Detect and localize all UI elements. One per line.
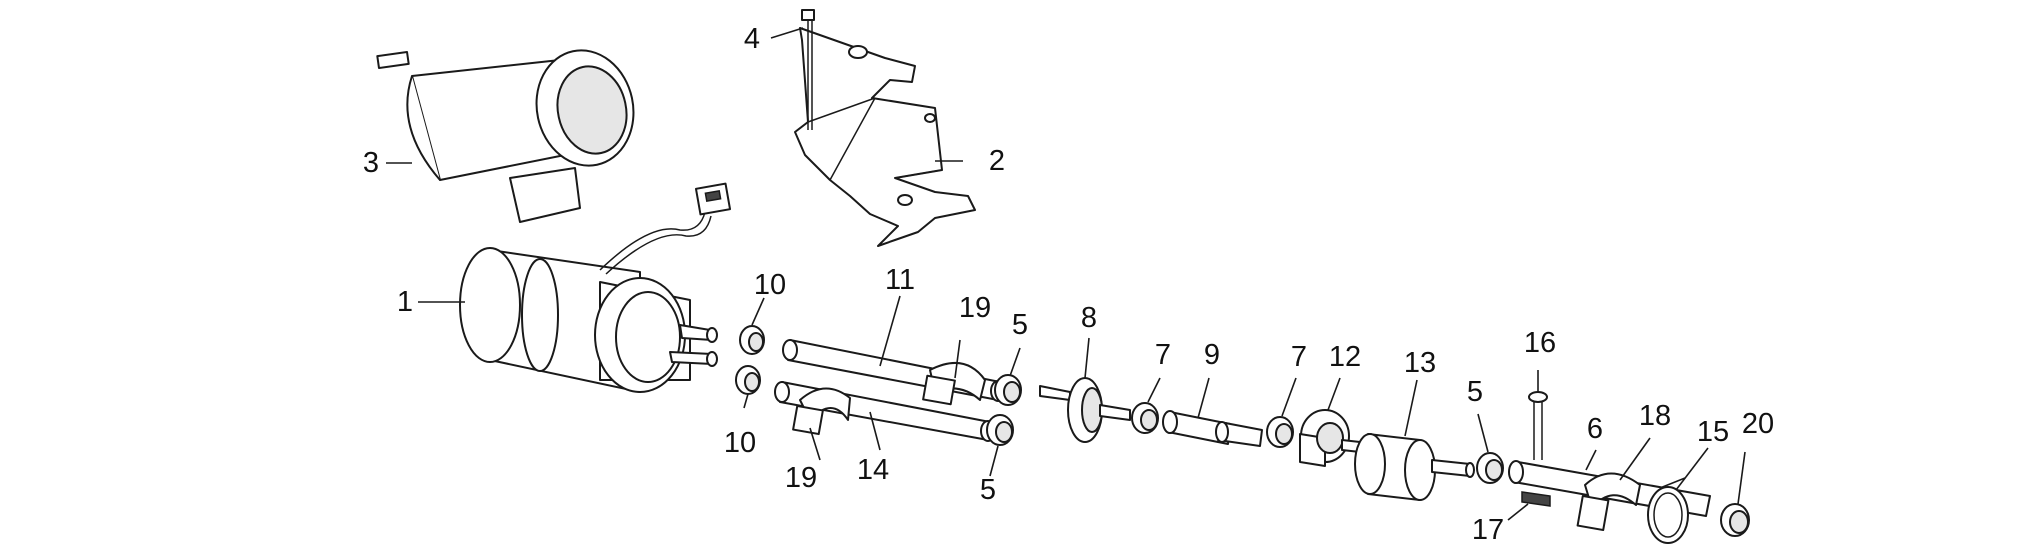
part-3-canister (376, 49, 635, 223)
part-10-clamps (735, 325, 765, 395)
callout-19-lower: 19 (785, 462, 817, 494)
callout-19-upper: 19 (959, 292, 991, 324)
callout-5-right: 5 (1467, 376, 1483, 408)
callout-9: 9 (1204, 339, 1220, 371)
part-19-hose-clip-upper (922, 362, 986, 406)
part-20-end-clamp (1720, 503, 1750, 537)
part-9-short-hose (1162, 410, 1263, 447)
part-2-bracket (794, 27, 976, 247)
callout-12: 12 (1329, 341, 1361, 373)
callout-11: 11 (885, 264, 915, 296)
callout-3: 3 (363, 147, 379, 179)
part-4-bolt (801, 9, 815, 130)
leader-lines (386, 27, 1746, 521)
callouts: 1 2 3 4 10 10 11 19 5 8 7 9 7 12 13 5 16… (363, 23, 1774, 546)
callout-15: 15 (1697, 416, 1729, 448)
part-12-regulator (1299, 409, 1361, 467)
callout-6: 6 (1587, 413, 1603, 445)
part-18-hose-clip (1576, 472, 1641, 532)
part-5-clamp-right (1476, 452, 1504, 484)
part-16-screw (1528, 391, 1548, 460)
callout-7-b: 7 (1291, 341, 1307, 373)
callout-2: 2 (989, 145, 1005, 177)
callout-1: 1 (397, 286, 413, 318)
part-5-clamp-upper (994, 374, 1022, 406)
callout-13: 13 (1404, 347, 1436, 379)
part-8-inline-filter (1039, 377, 1131, 443)
part-7-clamp-b (1266, 416, 1294, 448)
callout-7-a: 7 (1155, 339, 1171, 371)
part-17-retainer (1521, 491, 1551, 507)
callout-18: 18 (1639, 400, 1671, 432)
callout-20: 20 (1742, 408, 1774, 440)
callout-17: 17 (1472, 514, 1504, 546)
callout-5-lower: 5 (980, 474, 996, 506)
part-13-filter (1354, 433, 1475, 501)
part-15-spring-clamp (1647, 477, 1689, 544)
callout-5-upper: 5 (1012, 309, 1028, 341)
part-19-hose-clip-lower (792, 387, 851, 436)
part-1-fuel-pump (459, 182, 732, 393)
callout-16: 16 (1524, 327, 1556, 359)
callout-10-upper: 10 (754, 269, 786, 301)
callout-10-lower: 10 (724, 427, 756, 459)
callout-4: 4 (744, 23, 760, 55)
callout-8: 8 (1081, 302, 1097, 334)
part-7-clamp-a (1131, 402, 1159, 434)
part-5-clamp-lower (986, 414, 1014, 446)
callout-14: 14 (857, 454, 889, 486)
